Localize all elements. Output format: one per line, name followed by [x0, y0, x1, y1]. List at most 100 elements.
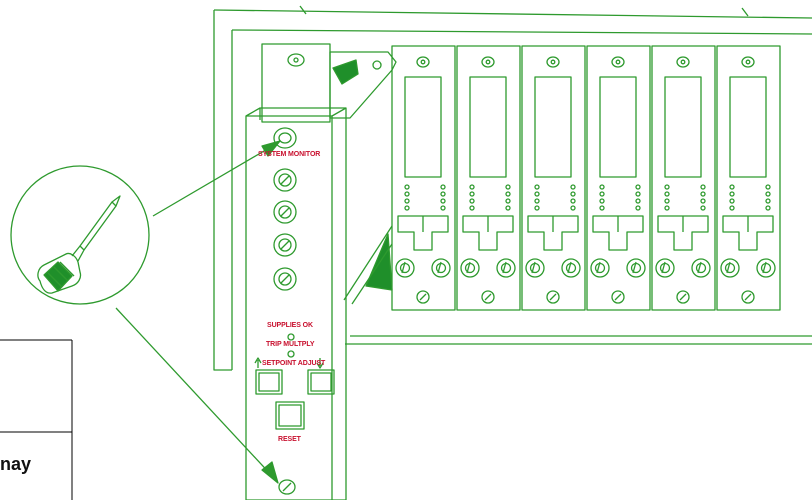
module-led	[570, 184, 576, 190]
module-led	[404, 191, 410, 197]
module-faceplate	[456, 45, 521, 311]
module-switch[interactable]	[397, 215, 449, 251]
rack-module	[651, 45, 716, 311]
table-text-fragment: nay	[0, 454, 32, 474]
module-jack-pin	[502, 261, 507, 274]
module-jack-pin	[531, 261, 536, 274]
module-switch[interactable]	[592, 215, 644, 251]
module-jack-pin	[697, 261, 702, 274]
reset-label: RESET	[278, 436, 301, 443]
module-bottom-screw[interactable]	[611, 290, 625, 304]
module-bottom-screw-slot	[549, 293, 557, 301]
setpoint-adjust-label: SETPOINT ADJUST	[262, 360, 326, 367]
up-arrow-icon	[254, 357, 262, 368]
module-switch[interactable]	[527, 215, 579, 251]
module-jack[interactable]	[395, 258, 415, 278]
module-led	[534, 198, 540, 204]
module-jack[interactable]	[431, 258, 451, 278]
module-display	[664, 76, 702, 178]
module-switch[interactable]	[722, 215, 774, 251]
module-jack[interactable]	[590, 258, 610, 278]
installed-modules	[391, 45, 781, 311]
module-bottom-screw[interactable]	[416, 290, 430, 304]
module-top-screw[interactable]	[481, 56, 495, 68]
module-led	[469, 205, 475, 211]
module-switch[interactable]	[657, 215, 709, 251]
module-led	[469, 184, 475, 190]
module-led	[570, 198, 576, 204]
module-top-screw[interactable]	[611, 56, 625, 68]
setpoint-down-button[interactable]	[255, 369, 283, 395]
detail-circle	[10, 165, 150, 305]
module-jack[interactable]	[756, 258, 776, 278]
module-led	[570, 191, 576, 197]
module-led	[534, 184, 540, 190]
supplies-ok-led	[287, 333, 295, 341]
rack-module	[586, 45, 651, 311]
module-display	[599, 76, 637, 178]
module-led	[765, 205, 771, 211]
setpoint-up-button[interactable]	[307, 369, 335, 395]
module-led	[765, 198, 771, 204]
module-bottom-screw[interactable]	[481, 290, 495, 304]
module-led	[404, 184, 410, 190]
module-led	[404, 198, 410, 204]
module-top-screw[interactable]	[676, 56, 690, 68]
pointer-arrows	[115, 140, 281, 484]
module-jack-pin	[466, 261, 471, 274]
rack-module	[391, 45, 456, 311]
module-top-screw[interactable]	[741, 56, 755, 68]
module-jack[interactable]	[561, 258, 581, 278]
trip-multiply-label: TRIP MULTPLY	[266, 341, 315, 348]
rack-module	[456, 45, 521, 311]
module-jack[interactable]	[496, 258, 516, 278]
reset-button[interactable]	[275, 401, 305, 430]
module-bottom-screw-slot	[679, 293, 687, 301]
bottom-screw[interactable]	[278, 479, 296, 495]
module-display	[534, 76, 572, 178]
system-monitor-label: SYSTEM MONITOR	[258, 151, 321, 158]
module-bottom-screw[interactable]	[741, 290, 755, 304]
module-jack-pin	[401, 261, 406, 274]
module-led	[440, 198, 446, 204]
rack-module	[521, 45, 586, 311]
module-faceplate	[586, 45, 651, 311]
module-led	[505, 198, 511, 204]
module-display	[469, 76, 507, 178]
module-bottom-screw[interactable]	[546, 290, 560, 304]
module-top-screw-center	[680, 59, 686, 65]
module-jack[interactable]	[525, 258, 545, 278]
module-top-screw[interactable]	[416, 56, 430, 68]
module-jack-pin	[596, 261, 601, 274]
module-faceplate	[391, 45, 456, 311]
module-led	[664, 205, 670, 211]
module-jack[interactable]	[655, 258, 675, 278]
module-led	[440, 184, 446, 190]
module-jack-pin	[762, 261, 767, 274]
module-switch[interactable]	[462, 215, 514, 251]
module-led	[700, 184, 706, 190]
module-led	[729, 198, 735, 204]
module-top-screw[interactable]	[546, 56, 560, 68]
module-bottom-screw-slot	[744, 293, 752, 301]
module-led	[729, 191, 735, 197]
module-led	[599, 205, 605, 211]
module-led	[664, 191, 670, 197]
module-led	[635, 184, 641, 190]
module-led	[469, 198, 475, 204]
module-led	[599, 198, 605, 204]
module-led	[505, 205, 511, 211]
down-arrow-icon	[316, 358, 324, 369]
module-display	[729, 76, 767, 178]
module-led	[599, 191, 605, 197]
module-led	[404, 205, 410, 211]
module-jack[interactable]	[460, 258, 480, 278]
module-jack[interactable]	[626, 258, 646, 278]
module-led	[635, 198, 641, 204]
module-jack-pin	[632, 261, 637, 274]
module-bottom-screw[interactable]	[676, 290, 690, 304]
module-faceplate	[651, 45, 716, 311]
module-jack[interactable]	[720, 258, 740, 278]
module-top-screw-center	[745, 59, 751, 65]
module-jack[interactable]	[691, 258, 711, 278]
